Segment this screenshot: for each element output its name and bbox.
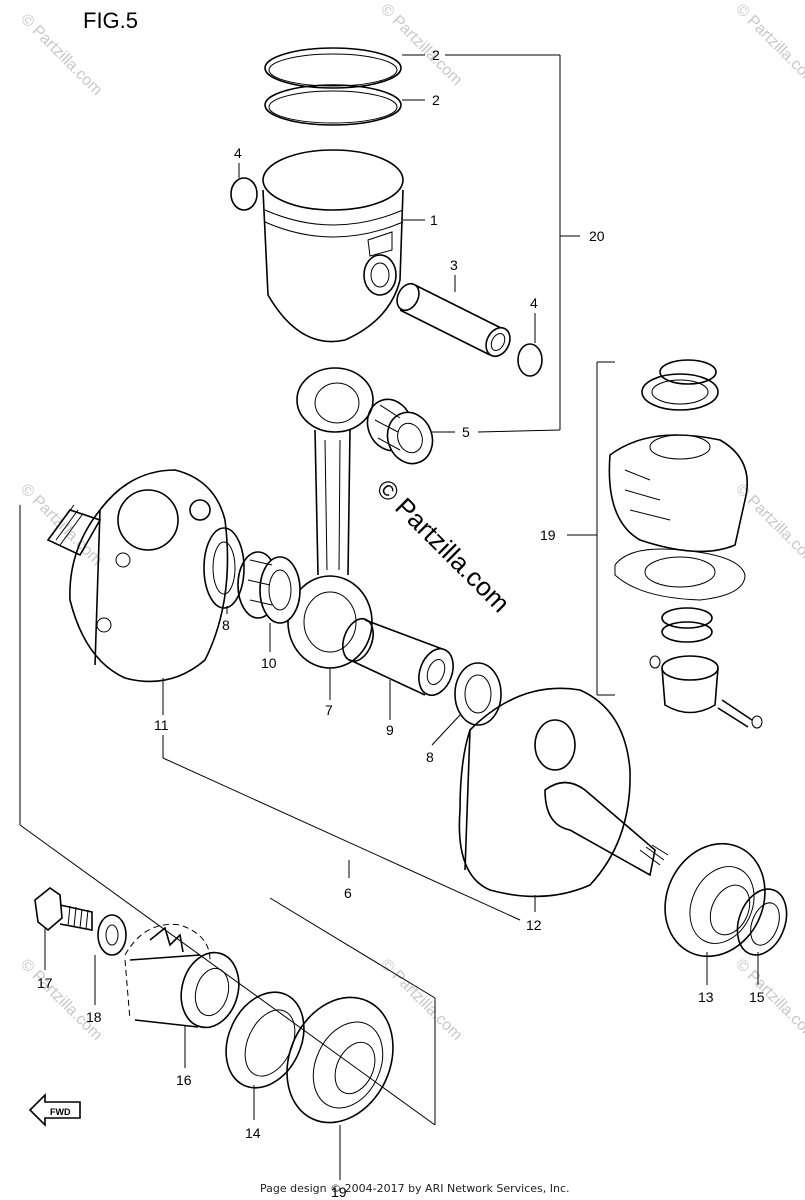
bolt[interactable] [34, 887, 93, 932]
piston-pin[interactable] [393, 280, 515, 360]
crankshaft-bearing-left[interactable] [267, 980, 413, 1140]
fwd-arrow: FWD [28, 1093, 81, 1127]
callout-2-lower: 2 [432, 92, 440, 108]
top-end-kit[interactable] [608, 359, 763, 729]
callout-16: 16 [176, 1072, 192, 1088]
callout-6: 6 [344, 885, 352, 901]
callout-15: 15 [749, 989, 765, 1005]
callout-20: 20 [589, 228, 605, 244]
callout-18: 18 [86, 1009, 102, 1025]
crankshaft-bearing-right[interactable] [647, 827, 783, 973]
callout-7: 7 [325, 702, 333, 718]
washer[interactable] [97, 914, 127, 956]
fwd-label: FWD [50, 1107, 71, 1117]
piston-rings[interactable] [264, 47, 402, 126]
oil-seal-right[interactable] [729, 882, 795, 962]
figure-title: FIG.5 [83, 8, 138, 33]
small-end-bearing[interactable] [360, 393, 439, 470]
callout-9: 9 [386, 722, 394, 738]
callout-14: 14 [245, 1125, 261, 1141]
watermark-top-right: © Partzilla.com [732, 1, 805, 89]
callout-19: 19 [540, 527, 556, 543]
callout-19-bottom: 19 [331, 1184, 347, 1200]
watermark-mid-right: © Partzilla.com [732, 481, 805, 569]
crankshaft-right[interactable] [458, 687, 669, 898]
circlip-left[interactable] [230, 177, 258, 211]
callout-2-upper: 2 [432, 47, 440, 63]
thrust-washer-right[interactable] [454, 662, 502, 726]
callout-13: 13 [698, 989, 714, 1005]
callout-11: 11 [154, 717, 169, 733]
piston[interactable] [262, 149, 404, 343]
callout-12: 12 [526, 917, 542, 933]
oil-seal-left[interactable] [211, 979, 319, 1100]
callout-8-left: 8 [222, 617, 230, 633]
callout-8-right: 8 [426, 749, 434, 765]
callout-4-right: 4 [530, 295, 538, 311]
callout-10: 10 [261, 655, 277, 671]
thrust-washer-left[interactable] [203, 527, 245, 609]
watermark-bottom-left: © Partzilla.com [17, 956, 105, 1044]
callout-3: 3 [450, 257, 458, 273]
crank-pin[interactable] [337, 615, 459, 700]
watermark-center: © Partzilla.com [371, 473, 516, 618]
watermark-top-mid: © Partzilla.com [377, 1, 465, 89]
crankshaft-left[interactable] [46, 469, 229, 683]
callout-5: 5 [462, 424, 470, 440]
circlip-right[interactable] [517, 343, 543, 377]
big-end-bearing[interactable] [237, 551, 301, 624]
watermark-mid-left: © Partzilla.com [17, 481, 105, 569]
leader-lines [19, 54, 759, 1180]
callout-labels: 2 2 4 1 20 3 4 5 19 8 10 7 11 9 8 6 12 1… [37, 47, 765, 1200]
callout-1: 1 [430, 212, 438, 228]
callout-4-left: 4 [234, 145, 242, 161]
primary-drive-gear[interactable] [124, 923, 247, 1034]
connecting-rod[interactable] [287, 367, 374, 669]
watermark-bottom-right: © Partzilla.com [732, 956, 805, 1044]
callout-17: 17 [37, 975, 53, 991]
footer-copyright: Page design © 2004-2017 by ARI Network S… [260, 1182, 570, 1195]
